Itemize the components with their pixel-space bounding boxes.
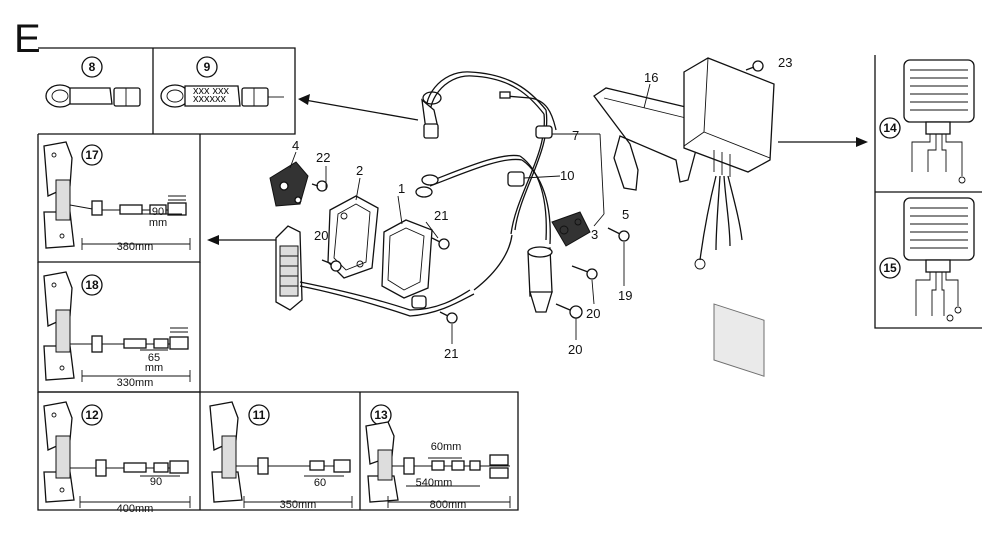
panel-9-label-line-1: xxx xxx (193, 85, 230, 97)
panel-17-dim-short-unit: mm (149, 217, 167, 229)
panel-12-number-circle (81, 404, 103, 426)
regulator-14 (903, 59, 975, 184)
panel-12-dim-long: 400mm (117, 503, 154, 515)
wire-terminal (499, 91, 511, 99)
switch-part-4 (269, 161, 309, 207)
panel-18: 18 65 mm 330mm (43, 271, 191, 389)
panel-13-number: 13 (374, 408, 388, 422)
bolt-20c (555, 303, 583, 319)
callout-21a: 21 (434, 208, 448, 223)
spark-plug-cap-8 (45, 84, 141, 108)
condenser-assembly (527, 211, 591, 313)
callout-labels: 1 2 3 4 5 7 10 16 19 20 20 20 21 21 22 2… (292, 55, 792, 361)
ignition-coil-17 (43, 141, 187, 249)
section-letter: E (14, 17, 41, 61)
bolt-19 (607, 227, 630, 242)
panel-17: 17 90 mm 380mm (43, 141, 191, 253)
bolt-21a (431, 237, 450, 250)
callout-4: 4 (292, 138, 299, 153)
panel-14-number-circle (879, 117, 901, 139)
spark-plug-cap-9: xxx xxx xxxxxx (160, 84, 284, 108)
callout-5: 5 (622, 207, 629, 222)
bolt-20a (321, 259, 342, 272)
panel-9-number: 9 (204, 60, 211, 74)
harness-clamp-bottom (411, 295, 427, 309)
main-assembly (269, 57, 868, 377)
ignition-coil-18 (43, 271, 189, 381)
panel-15-number-circle (879, 257, 901, 279)
callout-21b: 21 (444, 346, 458, 361)
cover-1 (381, 219, 433, 299)
bolt-20b (571, 265, 598, 280)
callout-7: 7 (572, 128, 579, 143)
callout-1: 1 (398, 181, 405, 196)
ignition-coil-12 (43, 401, 189, 503)
callout-3: 3 (591, 227, 598, 242)
panel-12-number: 12 (85, 408, 99, 422)
panel-9: 9 xxx xxx xxxxxx (160, 56, 284, 108)
callout-20b: 20 (586, 306, 600, 321)
panel-15: 15 (879, 197, 975, 322)
panel-13-dim-long: 800mm (430, 499, 467, 511)
panel-8: 8 (45, 56, 141, 108)
panel-11-number-circle (248, 404, 270, 426)
connector-a (421, 174, 439, 186)
panel-8-number: 8 (89, 60, 96, 74)
panel-11: 11 60 350mm (209, 401, 353, 511)
harness-clamp-10 (507, 171, 525, 187)
panel-8-number-circle (81, 56, 103, 78)
bolt-22 (311, 180, 328, 192)
callout-19: 19 (618, 288, 632, 303)
panel-13-dim-mid: 540mm (416, 477, 453, 489)
ignition-coil-13 (365, 421, 510, 503)
panel-9-number-circle (196, 56, 218, 78)
panel-14: 14 (879, 59, 975, 184)
panel-18-dim-long: 330mm (117, 377, 154, 389)
harness-clamp-7 (535, 125, 553, 139)
panel-14-number: 14 (883, 121, 897, 135)
panel-13-dim-top: 60mm (431, 441, 462, 453)
panel-11-number: 11 (253, 408, 266, 422)
ignition-coil-11 (209, 401, 351, 503)
panel-17-number-circle (81, 144, 103, 166)
panel-12-dim-short: 90 (150, 476, 162, 488)
panel-17-number: 17 (85, 148, 99, 162)
panel-18-number-circle (81, 274, 103, 296)
arrow-to-panel-8-9 (298, 94, 419, 121)
callout-2: 2 (356, 163, 363, 178)
callout-23: 23 (778, 55, 792, 70)
callout-10: 10 (560, 168, 574, 183)
bolt-21b (439, 311, 458, 324)
panel-13: 13 60mm 540mm 800mm (365, 404, 511, 511)
panel-18-number: 18 (85, 278, 99, 292)
callout-16: 16 (644, 70, 658, 85)
panel-17-dim-long: 380mm (117, 241, 154, 253)
arrow-to-panel-14 (778, 137, 868, 147)
panel-9-label-line-2: xxxxxx (193, 93, 227, 105)
panel-18-dim-short-unit: mm (145, 362, 163, 374)
ignition-coil-main (275, 225, 303, 311)
voltage-regulator (683, 57, 775, 377)
arrow-to-panel-17 (207, 235, 278, 245)
regulator-15 (903, 197, 975, 322)
connector-b (415, 186, 433, 198)
panel-17-dim-short: 90 (152, 206, 164, 218)
panel-18-dim-short: 65 (148, 352, 160, 364)
panel-15-number: 15 (883, 261, 897, 275)
callout-20a: 20 (314, 228, 328, 243)
panel-11-dim-long: 350mm (280, 499, 317, 511)
panel-frames (37, 47, 982, 511)
spark-plug-cap-main (421, 91, 442, 139)
panel-11-dim-short: 60 (314, 477, 326, 489)
callout-20c: 20 (568, 342, 582, 357)
bolt-23 (745, 60, 764, 72)
callout-22: 22 (316, 150, 330, 165)
panel-12: 12 90 400mm (43, 401, 191, 515)
